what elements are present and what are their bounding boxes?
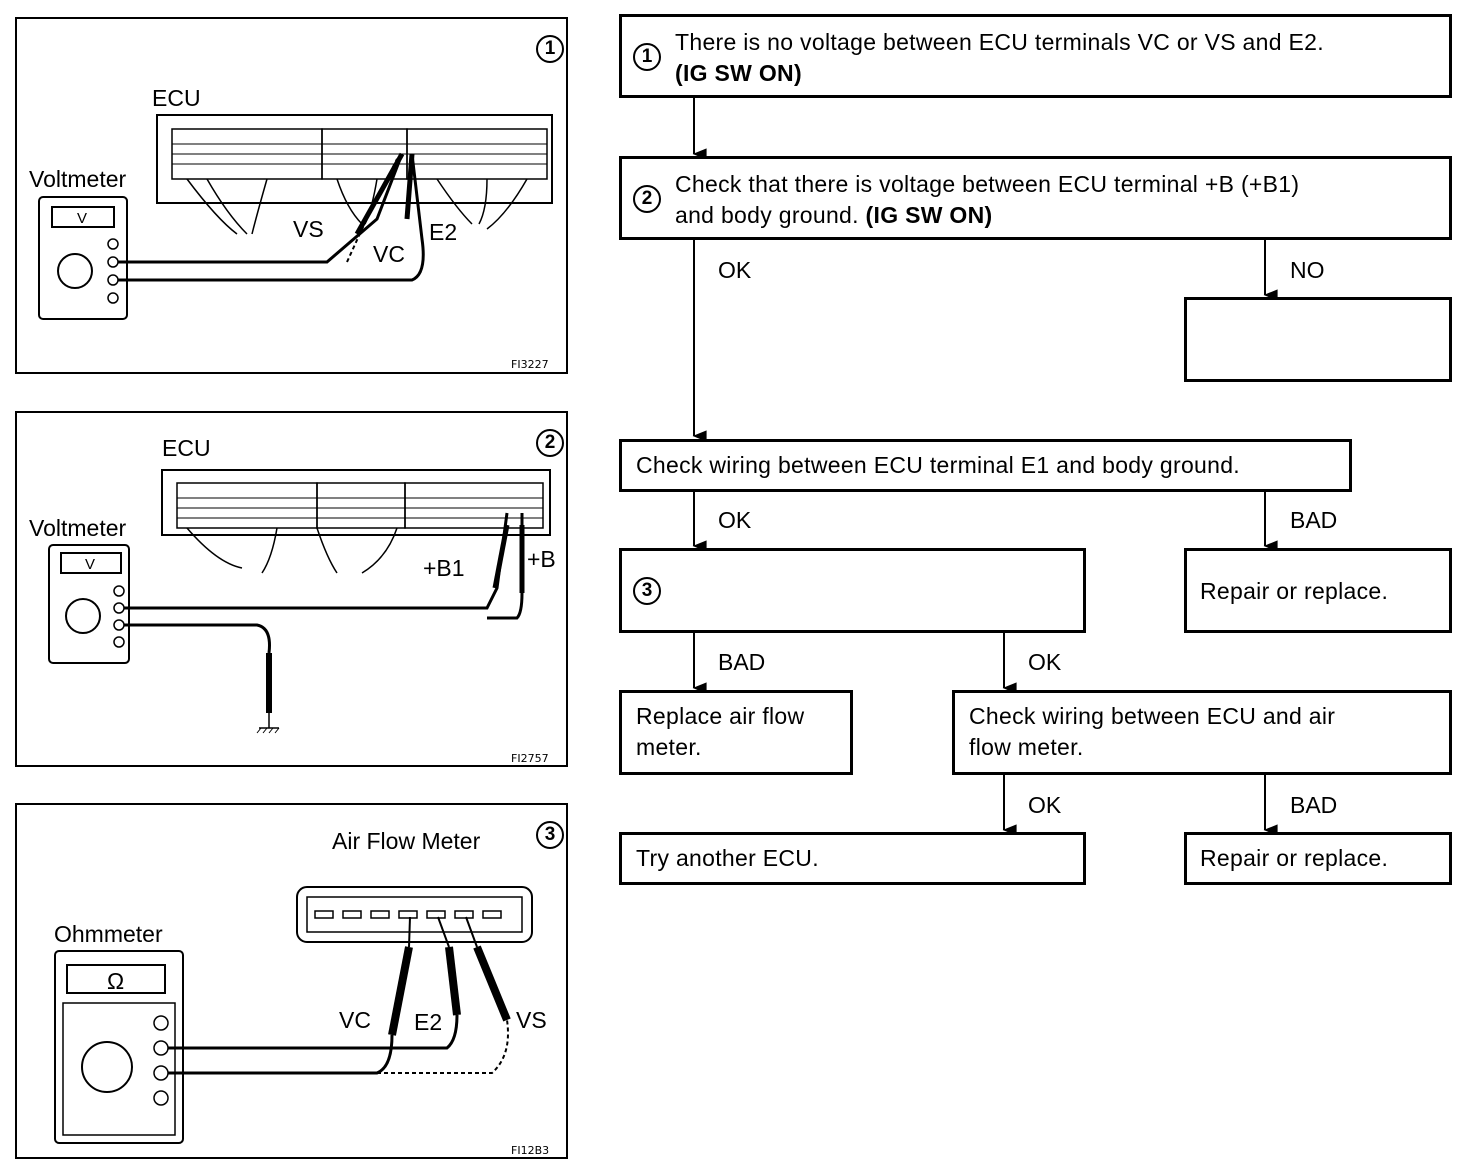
- step-1-box: [619, 14, 1452, 98]
- step-3-box: [619, 548, 1086, 633]
- panel-3-drawing: [54, 886, 533, 1144]
- repair-2-box: [1184, 832, 1452, 885]
- step-2-line-2-text: and body ground.: [675, 202, 859, 228]
- panel-1-number: 1: [536, 35, 564, 63]
- step-2-ok-label: OK: [718, 257, 752, 283]
- panel-3-vc-label: VC: [339, 1007, 371, 1033]
- step-2-number: 2: [633, 185, 661, 213]
- panel-3-meter-face: Ω: [107, 968, 125, 994]
- panel-2-ecu-label: ECU: [162, 435, 211, 461]
- step-2-no-result-box: [1184, 297, 1452, 382]
- panel-3-title: Air Flow Meter: [332, 828, 481, 854]
- step-2-line-2: and body ground. (IG SW ON): [675, 200, 992, 231]
- try-ecu-text: Try another ECU.: [636, 845, 819, 871]
- panel-2-voltmeter-label: Voltmeter: [29, 515, 127, 541]
- panel-1-figure-id: FI3227: [511, 358, 549, 371]
- panel-3-e2-label: E2: [414, 1009, 443, 1035]
- check-afm-ok-label: OK: [1028, 792, 1062, 818]
- replace-afm-line-2: meter.: [636, 734, 702, 760]
- panel-1-voltmeter-label: Voltmeter: [29, 166, 127, 192]
- panel-3-number: 3: [536, 821, 564, 849]
- panel-1-vs-label: VS: [293, 216, 324, 242]
- try-ecu-box: [619, 832, 1086, 885]
- panel-2-b1-label: +B1: [423, 555, 465, 581]
- step-1-line-1: There is no voltage between ECU terminal…: [675, 29, 1324, 55]
- panel-2-b-voltage-check: 2 ECU Voltmeter V +B1 +B FI2757: [15, 411, 568, 767]
- panel-1-e2-label: E2: [429, 219, 458, 245]
- step-2-box: [619, 156, 1452, 240]
- step-3-bad-label: BAD: [718, 649, 766, 675]
- replace-afm-line-1: Replace air flow: [636, 703, 805, 729]
- check-e1-ok-label: OK: [718, 507, 752, 533]
- panel-3-ohmmeter-label: Ohmmeter: [54, 921, 163, 947]
- step-2-no-label: NO: [1290, 257, 1325, 283]
- repair-1-text: Repair or replace.: [1200, 578, 1389, 604]
- panel-1-meter-face: V: [77, 210, 88, 227]
- check-e1-text: Check wiring between ECU terminal E1 and…: [636, 452, 1240, 478]
- check-afm-line-1: Check wiring between ECU and air: [969, 703, 1336, 729]
- panel-2-meter-face: V: [85, 556, 96, 573]
- check-e1-box: [619, 439, 1352, 492]
- step-2-line-1: Check that there is voltage between ECU …: [675, 171, 1300, 197]
- panel-1-ecu-voltage-check: 1 ECU Voltmeter V VS VC E2 FI3227: [15, 17, 568, 374]
- panel-2-b-label: +B: [527, 546, 556, 572]
- step-3-number: 3: [633, 577, 661, 605]
- replace-afm-box: [619, 690, 853, 775]
- panel-1-drawing: [38, 114, 553, 320]
- check-afm-line-2: flow meter.: [969, 734, 1084, 760]
- repair-2-text: Repair or replace.: [1200, 845, 1389, 871]
- panel-2-figure-id: FI2757: [511, 752, 549, 765]
- panel-3-figure-id: FI12B3: [511, 1144, 550, 1157]
- panel-3-air-flow-meter-check: 3 Air Flow Meter Ohmmeter Ω VC E2 VS FI1…: [15, 803, 568, 1159]
- panel-2-number: 2: [536, 429, 564, 457]
- step-1-number: 1: [633, 43, 661, 71]
- step-2-line-2-condition: (IG SW ON): [865, 202, 993, 228]
- panel-1-vc-label: VC: [373, 241, 405, 267]
- step-3-ok-label: OK: [1028, 649, 1062, 675]
- panel-2-drawing: [48, 469, 551, 734]
- panel-3-vs-label: VS: [516, 1007, 547, 1033]
- step-1-line-2: (IG SW ON): [675, 60, 802, 86]
- check-afm-bad-label: BAD: [1290, 792, 1338, 818]
- check-afm-box: [952, 690, 1452, 775]
- repair-1-box: [1184, 548, 1452, 633]
- panel-1-ecu-label: ECU: [152, 85, 201, 111]
- check-e1-bad-label: BAD: [1290, 507, 1338, 533]
